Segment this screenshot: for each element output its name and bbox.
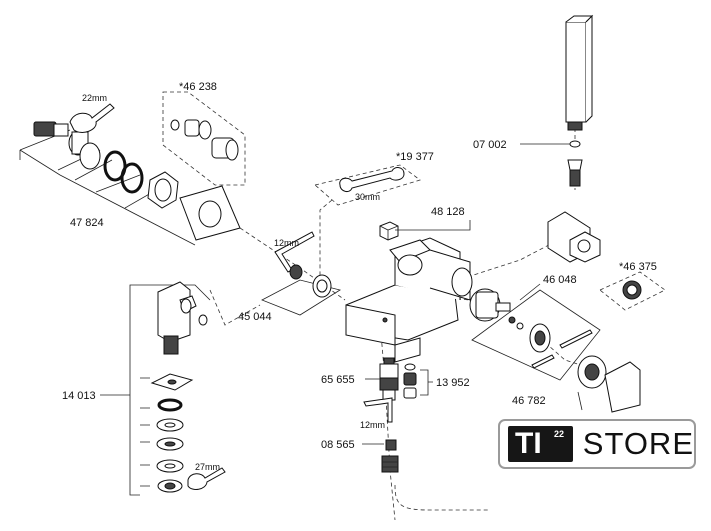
part-19377-spanner <box>314 164 421 206</box>
label-46782: 46 782 <box>512 395 546 407</box>
label-08565: 08 565 <box>321 439 355 451</box>
ti-logo-box: TI 22 <box>508 426 573 462</box>
label-12mm-lower: 12mm <box>360 420 385 430</box>
logo-store-text: STORE <box>582 426 694 461</box>
label-48128: 48 128 <box>431 206 465 218</box>
hex-key-12mm-lower <box>363 397 393 423</box>
hand-shower <box>520 14 601 263</box>
mixer-body <box>345 237 473 363</box>
part-14013-stack <box>100 281 226 496</box>
label-22mm: 22mm <box>82 93 107 103</box>
label-14013: 14 013 <box>62 390 96 402</box>
leader-46048 <box>519 283 541 301</box>
label-19377: *19 377 <box>396 151 434 163</box>
label-46048: 46 048 <box>543 274 577 286</box>
part-46048-46782-spindle <box>469 288 641 413</box>
label-13952: 13 952 <box>436 377 470 389</box>
label-65655: 65 655 <box>321 374 355 386</box>
part-46375-set <box>599 271 666 311</box>
label-47824: 47 824 <box>70 217 104 229</box>
part-08565 <box>362 439 399 473</box>
part-65655-13952-valve <box>379 357 433 401</box>
logo-ti-text: TI <box>515 427 542 460</box>
label-27mm: 27mm <box>195 462 220 472</box>
hex-key-12mm-upper <box>274 231 315 273</box>
label-46375: *46 375 <box>619 261 657 273</box>
part-48128-cap <box>379 221 399 241</box>
ti-store-logo: TI 22 STORE <box>498 419 696 469</box>
logo-superscript: 22 <box>554 429 565 439</box>
label-12mm-upper: 12mm <box>274 238 299 248</box>
part-46238-set <box>162 91 246 186</box>
label-07002: 07 002 <box>473 139 507 151</box>
label-45044: 45 044 <box>238 311 272 323</box>
left-connector-assembly <box>19 103 241 246</box>
label-46238: *46 238 <box>179 81 217 93</box>
label-30mm: 30mm <box>355 192 380 202</box>
part-45044 <box>261 264 342 316</box>
leader-48128 <box>395 220 471 231</box>
